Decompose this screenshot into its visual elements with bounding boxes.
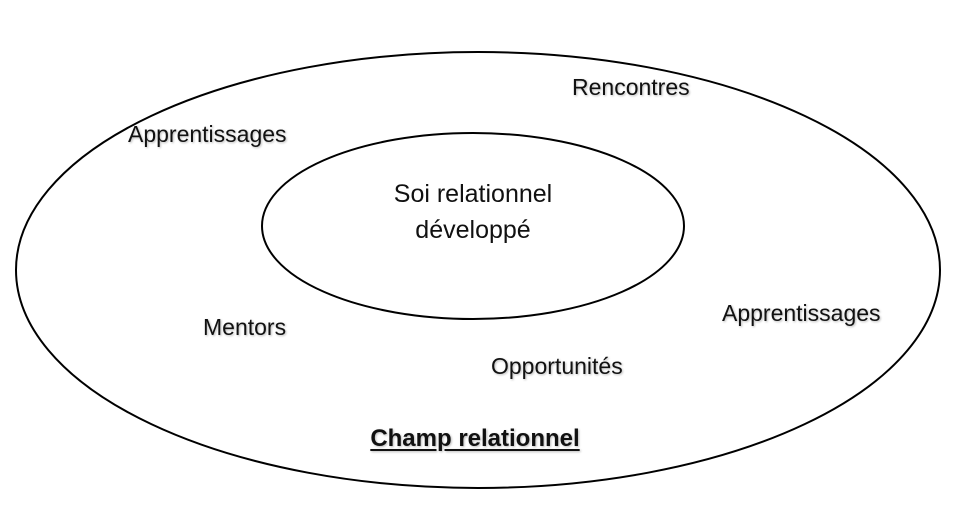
inner-ellipse-text: Soi relationnel développé: [263, 176, 683, 249]
inner-text-line-1: Soi relationnel: [393, 180, 553, 208]
inner-text-line-2: développé: [415, 216, 531, 245]
label-rencontres: Rencontres: [572, 74, 690, 100]
inner-ellipse: [261, 132, 685, 320]
label-apprentissages-left: Apprentissages: [128, 121, 287, 147]
label-apprentissages-right: Apprentissages: [722, 300, 881, 326]
label-opportunites: Opportunités: [491, 353, 623, 379]
outer-ellipse: [15, 51, 941, 489]
diagram-title: Champ relationnel: [370, 425, 580, 452]
label-mentors: Mentors: [203, 314, 287, 340]
